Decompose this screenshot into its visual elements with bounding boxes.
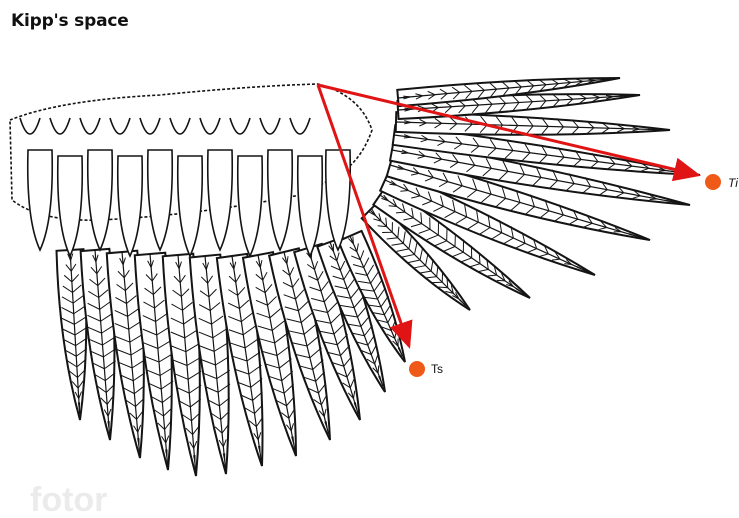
tip-point-marker: Ti	[705, 174, 738, 190]
primary-feathers	[362, 78, 700, 310]
tip-label: Ti	[728, 176, 738, 190]
greater-covert-feather	[208, 150, 233, 250]
greater-covert-feather	[178, 156, 203, 256]
greater-covert-feather	[298, 156, 323, 256]
greater-covert-feather	[28, 150, 53, 250]
secondary-dot	[409, 361, 425, 377]
greater-covert-feather	[88, 150, 113, 250]
greater-covert-feather	[58, 156, 83, 256]
wing-illustration	[10, 78, 700, 476]
greater-covert-feather	[238, 156, 263, 256]
greater-covert-feather	[148, 150, 173, 250]
secondary-feathers	[57, 231, 405, 476]
greater-covert-feather	[268, 150, 293, 250]
secondary-label: Ts	[431, 362, 443, 376]
secondary-point-marker: Ts	[409, 361, 443, 377]
wing-coverts	[10, 84, 372, 256]
greater-covert-feather	[118, 156, 143, 256]
fotor-watermark: fotor	[30, 481, 107, 518]
tip-dot	[705, 174, 721, 190]
